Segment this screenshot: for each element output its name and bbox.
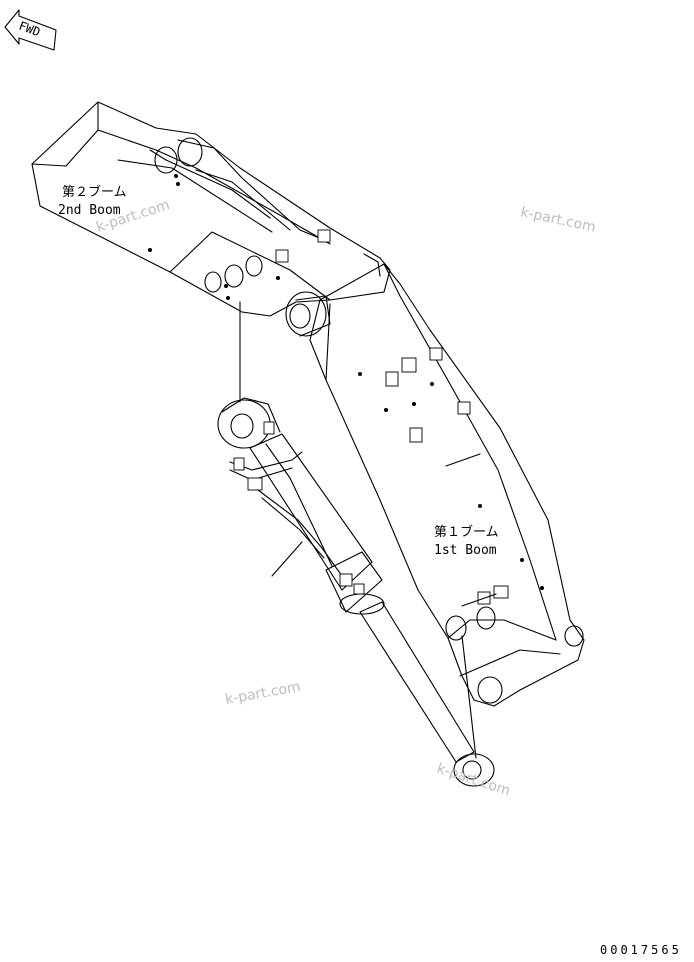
second-boom-label-jp: 第２ブーム [62,184,127,200]
drawing-number: 00017565 [600,943,682,957]
watermark: k-part.com [224,679,302,708]
boom-pin-joint [285,291,331,337]
fwd-arrow-icon [4,9,57,51]
watermark: k-part.com [435,761,512,800]
second-boom-label-en: 2nd Boom [58,203,121,218]
assembly-lines [239,301,477,759]
watermark: k-part.com [519,204,597,236]
fwd-label: FWD [17,19,42,40]
hydraulic-cylinder [217,397,495,787]
first-boom-label-en: 1st Boom [434,543,497,558]
second-boom [31,101,391,317]
fwd-indicator: FWD [4,9,57,51]
first-boom-label-jp: 第１ブーム [434,524,499,540]
first-boom [309,263,585,707]
